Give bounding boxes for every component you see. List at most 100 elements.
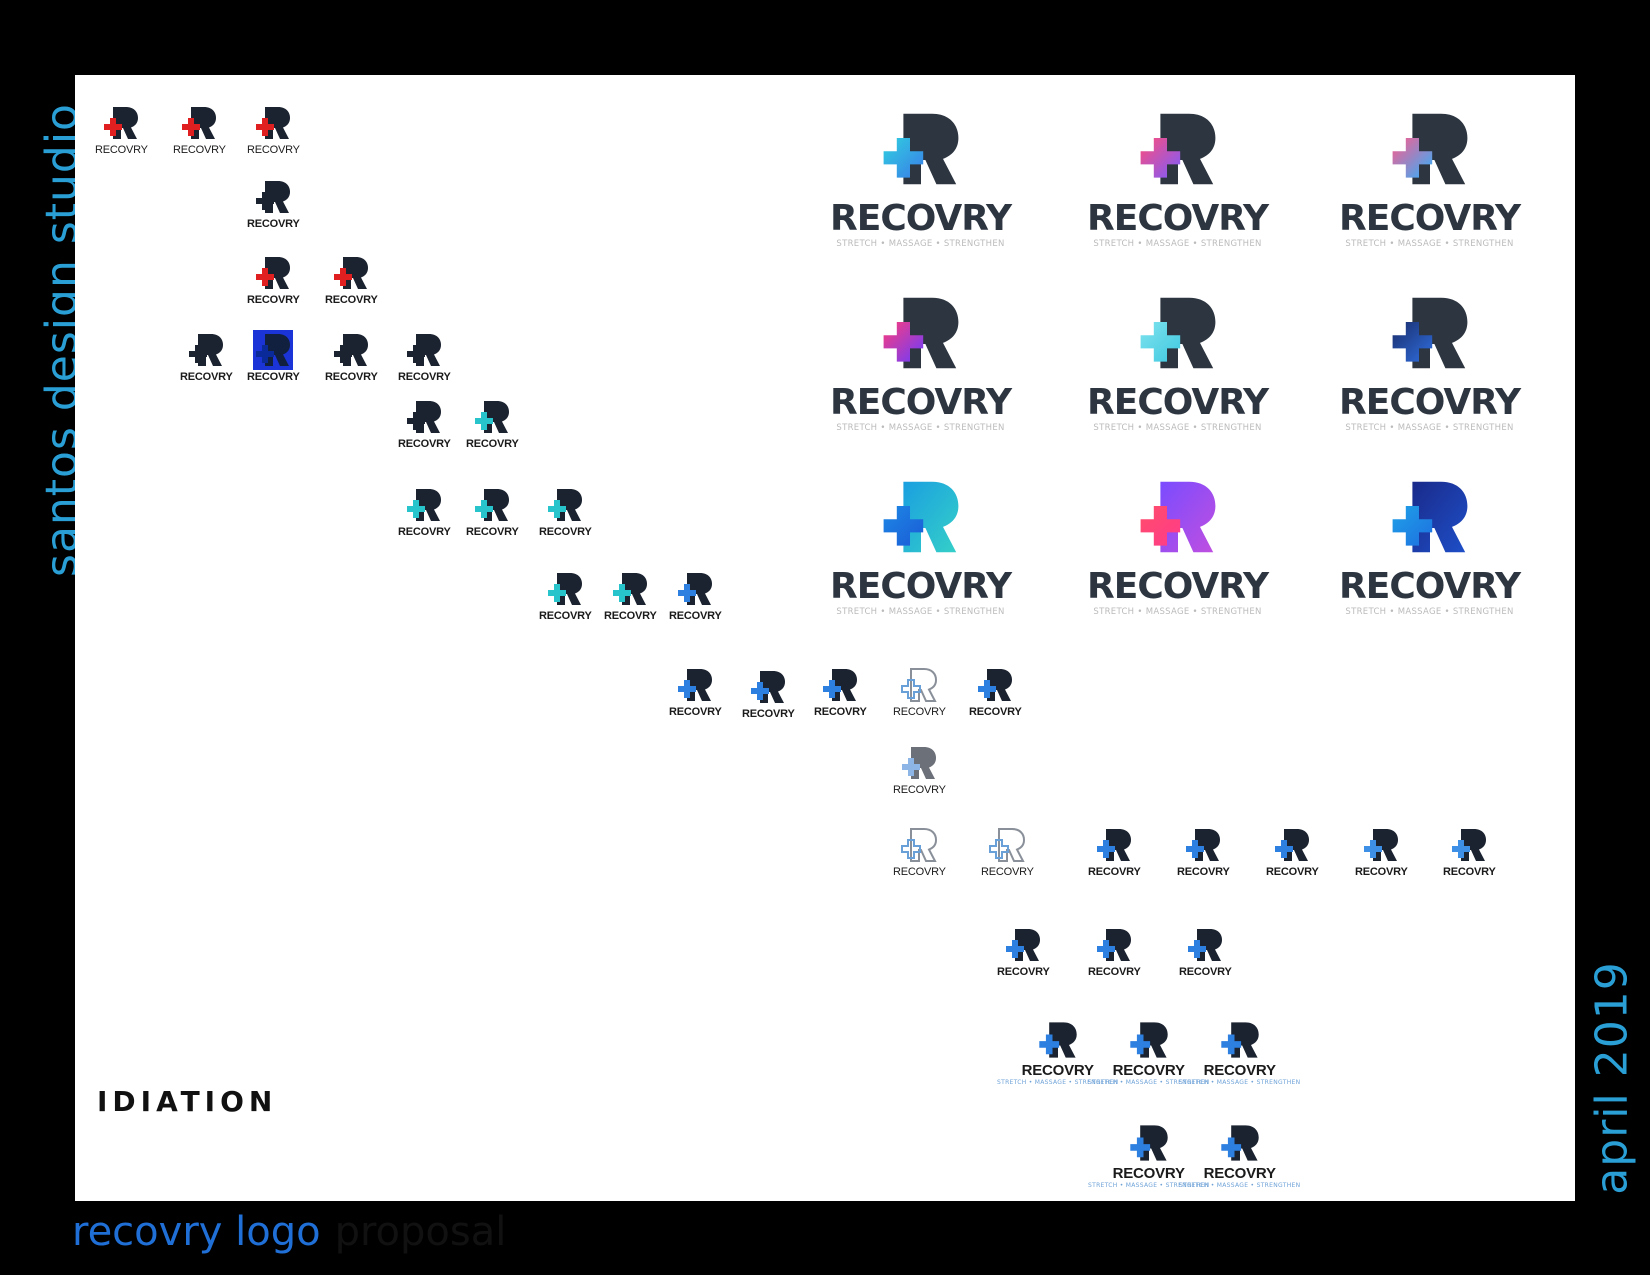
plus-r-monogram-icon: [820, 665, 860, 705]
logo-wordmark: RECOVRY: [893, 706, 946, 718]
plus-r-monogram-icon: [253, 177, 293, 217]
logo-wordmark: RECOVRY: [247, 294, 300, 306]
logo-variant: RECOVRY: [1355, 825, 1408, 878]
logo-wordmark: RECOVRY: [398, 526, 451, 538]
plus-r-monogram-icon: [253, 253, 293, 293]
plus-r-monogram-icon: [101, 103, 141, 143]
plus-r-monogram-icon: [675, 665, 715, 705]
logo-tagline: STRETCH • MASSAGE • STRENGTHEN: [836, 239, 1005, 249]
logo-wordmark: RECOVRY: [247, 371, 300, 383]
plus-r-monogram-icon: [877, 105, 965, 193]
logo-variant: RECOVRY: [1088, 925, 1141, 978]
logo-wordmark: RECOVRY: [742, 708, 795, 720]
logo-variant: RECOVRY: [247, 253, 300, 306]
logo-wordmark: RECOVRY: [1339, 566, 1521, 607]
plus-r-monogram-icon: [404, 330, 444, 370]
logo-tagline: STRETCH • MASSAGE • STRENGTHEN: [836, 423, 1005, 433]
logo-wordmark: RECOVRY: [180, 371, 233, 383]
plus-r-monogram-icon: [404, 485, 444, 525]
logo-wordmark: RECOVRY: [173, 144, 226, 156]
logo-variant: RECOVRY: [539, 569, 592, 622]
ideation-board: RECOVRY RECOVRY RECOVRY RECOVRY RECOVRY …: [75, 75, 1575, 1201]
logo-wordmark: RECOVRY: [830, 382, 1012, 423]
logo-wordmark: RECOVRY: [466, 438, 519, 450]
plus-r-monogram-icon: [186, 330, 226, 370]
logo-variant: RECOVRY: [893, 665, 946, 718]
plus-r-monogram-icon: [1127, 1121, 1171, 1165]
logo-tagline: STRETCH • MASSAGE • STRENGTHEN: [1093, 607, 1262, 617]
logo-variant: RECOVRY: [398, 330, 451, 383]
plus-r-monogram-icon: [1003, 925, 1043, 965]
plus-r-monogram-icon: [253, 103, 293, 143]
section-label: IDIATION: [97, 1085, 278, 1118]
logo-variant: RECOVRY: [604, 569, 657, 622]
logo-variant: RECOVRY: [1177, 825, 1230, 878]
logo-wordmark: RECOVRY: [1177, 866, 1230, 878]
logo-wordmark: RECOVRY: [1339, 382, 1521, 423]
logo-variant: RECOVRY: [398, 485, 451, 538]
plus-r-monogram-icon: [899, 665, 939, 705]
logo-tagline: STRETCH • MASSAGE • STRENGTHEN: [1179, 1079, 1301, 1086]
logo-tagline: STRETCH • MASSAGE • STRENGTHEN: [1345, 239, 1514, 249]
logo-variant: RECOVRY: [742, 667, 795, 720]
logo-variant: RECOVRY: [1443, 825, 1496, 878]
logo-tagline: STRETCH • MASSAGE • STRENGTHEN: [1088, 1182, 1210, 1189]
logo-tagline: STRETCH • MASSAGE • STRENGTHEN: [836, 607, 1005, 617]
logo-tagline: STRETCH • MASSAGE • STRENGTHEN: [997, 1079, 1119, 1086]
logo-wordmark: RECOVRY: [997, 966, 1050, 978]
logo-wordmark: RECOVRY: [669, 706, 722, 718]
footer-subtitle: proposal: [334, 1209, 507, 1255]
plus-r-monogram-icon: [1386, 473, 1474, 561]
plus-r-monogram-icon: [545, 569, 585, 609]
plus-r-monogram-icon: [1134, 289, 1222, 377]
logo-wordmark: RECOVRY: [1266, 866, 1319, 878]
logo-wordmark: RECOVRY: [398, 438, 451, 450]
plus-r-monogram-icon: [877, 289, 965, 377]
plus-r-monogram-icon: [877, 473, 965, 561]
logo-wordmark: RECOVRY: [1112, 1165, 1185, 1182]
logo-wordmark: RECOVRY: [539, 526, 592, 538]
logo-variant: RECOVRY: [398, 397, 451, 450]
logo-wordmark: RECOVRY: [1179, 966, 1232, 978]
logo-variant: RECOVRY: [95, 103, 148, 156]
logo-wordmark: RECOVRY: [830, 566, 1012, 607]
logo-variant: RECOVRY: [997, 925, 1050, 978]
logo-wordmark: RECOVRY: [830, 198, 1012, 239]
logo-wordmark: RECOVRY: [1021, 1062, 1094, 1079]
logo-wordmark: RECOVRY: [669, 610, 722, 622]
logo-variant: RECOVRY: [466, 485, 519, 538]
logo-variant: RECOVRY: [893, 825, 946, 878]
logo-wordmark: RECOVRY: [539, 610, 592, 622]
logo-wordmark: RECOVRY: [1443, 866, 1496, 878]
logo-wordmark: RECOVRY: [325, 294, 378, 306]
plus-r-monogram-icon: [675, 569, 715, 609]
logo-variant: RECOVRY: [669, 665, 722, 718]
logo-wordmark: RECOVRY: [969, 706, 1022, 718]
footer-title-bar: recovry logo proposal: [70, 1209, 730, 1255]
plus-r-monogram-icon: [179, 103, 219, 143]
plus-r-monogram-icon: [472, 485, 512, 525]
logo-variant: RECOVRY: [1088, 825, 1141, 878]
logo-variant: RECOVRY: [1266, 825, 1319, 878]
logo-wordmark: RECOVRY: [1355, 866, 1408, 878]
logo-wordmark: RECOVRY: [604, 610, 657, 622]
logo-variant: RECOVRY: [539, 485, 592, 538]
plus-r-monogram-icon: [331, 330, 371, 370]
plus-r-monogram-icon: [975, 665, 1015, 705]
logo-tagline: STRETCH • MASSAGE • STRENGTHEN: [1093, 239, 1262, 249]
logo-wordmark: RECOVRY: [247, 144, 300, 156]
side-label-date: april 2019: [1586, 961, 1638, 1195]
logo-wordmark: RECOVRY: [893, 784, 946, 796]
logo-wordmark: RECOVRY: [1339, 198, 1521, 239]
logo-wordmark: RECOVRY: [1088, 966, 1141, 978]
logo-variant: RECOVRY: [247, 177, 300, 230]
